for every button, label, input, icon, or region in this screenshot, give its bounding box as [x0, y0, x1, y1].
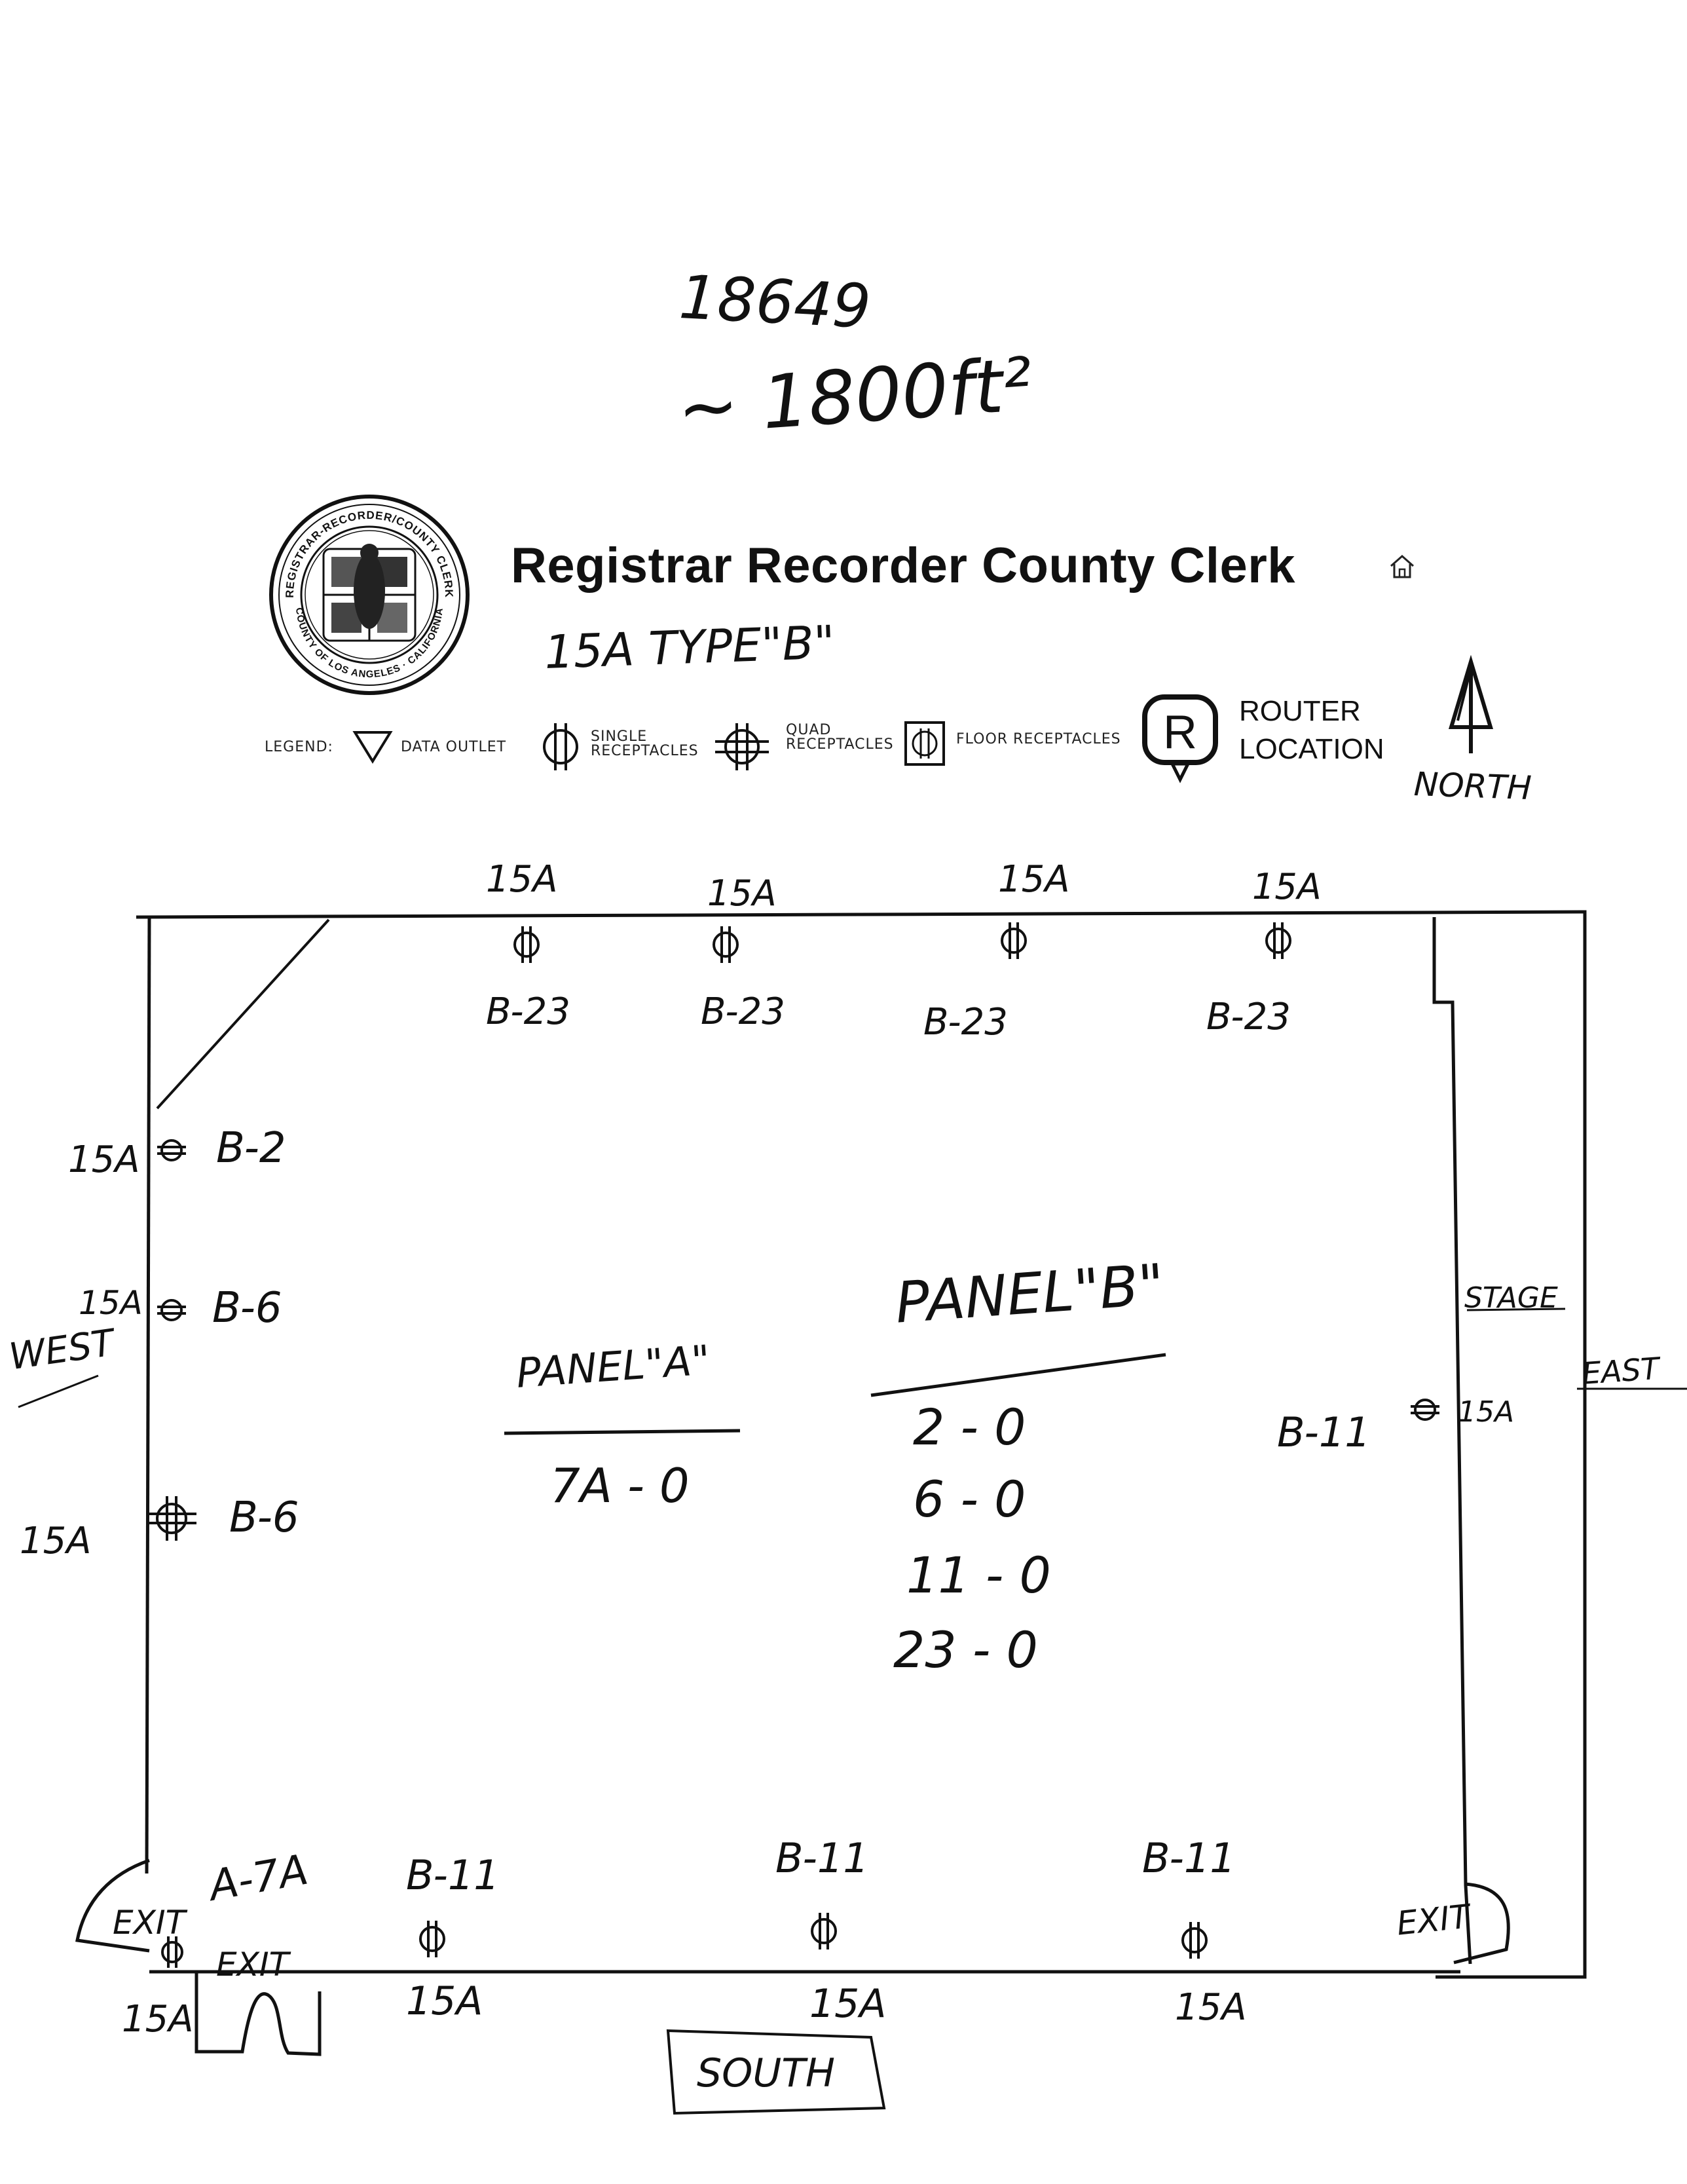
south-label: SOUTH	[697, 2050, 835, 2096]
legend-data-outlet-label: DATA OUTLET	[401, 739, 507, 755]
legend-floor-label: FLOOR RECEPTACLES	[956, 731, 1121, 747]
single-receptacle-icon[interactable]	[710, 924, 741, 966]
panel-b-row: 2 - 0	[913, 1398, 1026, 1456]
outlet-amp: 15A	[707, 873, 777, 914]
exit-label: EXIT	[1395, 1897, 1472, 1943]
single-receptacle-icon[interactable]	[155, 1136, 189, 1165]
north-arrow-icon	[1448, 655, 1494, 753]
single-receptacle-icon[interactable]	[808, 1910, 840, 1952]
single-receptacle-icon[interactable]	[998, 920, 1029, 962]
triangle-icon	[352, 731, 393, 764]
router-label-line1: ROUTER	[1239, 695, 1361, 727]
single-receptacle-icon	[543, 723, 578, 770]
outlet-circuit: B-23	[1206, 996, 1291, 1038]
outlet-amp: 15A	[1175, 1986, 1247, 2029]
router-icon: R	[1142, 694, 1218, 783]
panel-a-row: 7A - 0	[550, 1458, 690, 1513]
stage-label: STAGE	[1464, 1281, 1558, 1315]
outlet-circuit: B-23	[923, 1001, 1008, 1044]
outlet-amp: 15A	[68, 1139, 140, 1181]
outlet-circuit: B-6	[212, 1284, 282, 1332]
exit-label: EXIT	[113, 1904, 186, 1942]
legend-single-label: SINGLE RECEPTACLES	[591, 728, 699, 759]
county-seal-icon: REGISTRAR-RECORDER/COUNTY CLERK COUNTY O…	[269, 495, 470, 695]
legend-label: LEGEND:	[265, 739, 333, 755]
floor-receptacle-icon[interactable]	[157, 1934, 187, 1970]
outlet-circuit: B-11	[1142, 1834, 1236, 1882]
outlet-amp: 15A	[1458, 1395, 1515, 1429]
single-receptacle-icon[interactable]	[1408, 1395, 1442, 1424]
outlet-circuit: B-11	[775, 1834, 869, 1882]
page-title: Registrar Recorder County Clerk	[511, 538, 1296, 593]
outlet-amp: 15A	[406, 1978, 483, 2024]
outlet-amp: 15A	[122, 1998, 194, 2041]
outlet-circuit: B-11	[406, 1851, 500, 1899]
east-label: EAST	[1581, 1350, 1661, 1391]
outlet-amp: 15A	[809, 1981, 887, 2027]
single-receptacle-icon[interactable]	[1179, 1919, 1210, 1961]
panel-b-row: 11 - 0	[906, 1546, 1051, 1604]
outlet-amp: 15A	[1252, 866, 1322, 907]
outlet-amp: 15A	[998, 858, 1070, 901]
outlet-amp: 15A	[486, 858, 558, 901]
panel-b-row: 6 - 0	[913, 1470, 1026, 1528]
single-receptacle-icon[interactable]	[1263, 920, 1294, 962]
legend-quad-label: QUAD RECEPTACLES	[786, 722, 894, 753]
outlet-circuit: B-23	[486, 990, 570, 1033]
router-label-line2: LOCATION	[1239, 733, 1384, 765]
svg-text:R: R	[1163, 706, 1197, 759]
floor-receptacle-icon	[904, 721, 945, 766]
quad-receptacle-icon	[715, 723, 769, 770]
single-receptacle-icon[interactable]	[511, 924, 542, 966]
single-receptacle-icon[interactable]	[417, 1918, 448, 1960]
outlet-amp: 15A	[20, 1520, 92, 1562]
outlet-circuit: B-6	[229, 1494, 299, 1542]
outlet-circuit: B-11	[1277, 1408, 1371, 1456]
single-receptacle-icon[interactable]	[155, 1296, 189, 1325]
exit-label: EXIT	[216, 1946, 289, 1984]
outlet-amp: 15A	[79, 1284, 143, 1322]
outlet-circuit: B-2	[216, 1124, 286, 1173]
panel-b-row: 23 - 0	[893, 1621, 1038, 1679]
quad-receptacle-icon[interactable]	[145, 1494, 198, 1543]
home-icon	[1390, 554, 1414, 578]
outlet-circuit: B-23	[701, 990, 785, 1033]
